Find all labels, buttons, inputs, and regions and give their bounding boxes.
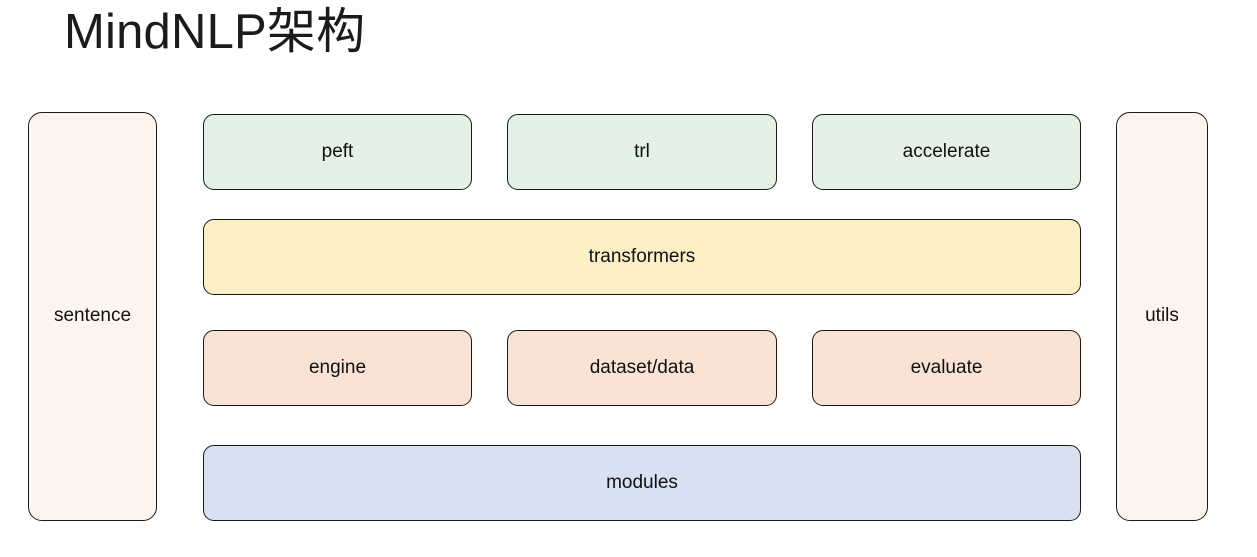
block-utils[interactable]: utils [1116, 112, 1208, 521]
block-accelerate[interactable]: accelerate [812, 114, 1081, 190]
block-label: sentence [53, 305, 132, 327]
block-label: dataset/data [589, 356, 695, 378]
block-trl[interactable]: trl [507, 114, 777, 190]
block-dataset-data[interactable]: dataset/data [507, 330, 777, 406]
page-title: MindNLP架构 [64, 5, 366, 59]
block-peft[interactable]: peft [203, 114, 472, 190]
block-label: accelerate [902, 140, 991, 162]
block-label: utils [1145, 305, 1179, 327]
block-sentence[interactable]: sentence [28, 112, 157, 521]
block-label: modules [606, 471, 678, 493]
block-label: transformers [588, 245, 696, 267]
block-engine[interactable]: engine [203, 330, 472, 406]
block-evaluate[interactable]: evaluate [812, 330, 1081, 406]
block-transformers[interactable]: transformers [203, 219, 1081, 295]
block-label: trl [634, 140, 650, 162]
block-modules[interactable]: modules [203, 445, 1081, 521]
block-label: engine [308, 356, 367, 378]
block-label: peft [321, 140, 354, 162]
block-label: evaluate [910, 356, 983, 378]
